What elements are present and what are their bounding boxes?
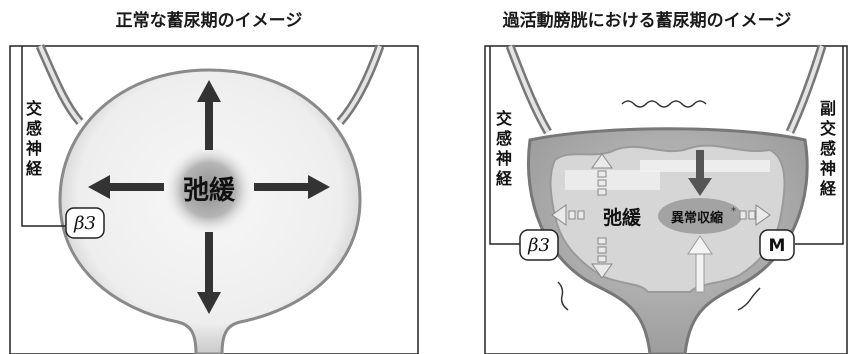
arrow-down-icon [688,178,712,196]
svg-text:神: 神 [820,159,836,178]
muscarinic-receptor-badge [759,229,795,261]
right-panel-title: 過活動膀胱における蓄尿期のイメージ [502,11,792,31]
contraction-label: 異常収縮 [671,210,723,226]
left-panel-title: 正常な蓄尿期のイメージ [115,11,303,31]
svg-text:経: 経 [496,169,513,188]
svg-text:交: 交 [26,99,42,118]
expansion-arrows [88,80,330,314]
svg-text:副: 副 [820,99,836,118]
svg-text:β3: β3 [73,213,96,234]
left-panel-frame [9,45,419,354]
right-relax-label: 弛緩 [603,206,642,229]
arrow-right-icon [308,175,330,199]
svg-text:交: 交 [820,119,836,138]
arrow-down-icon [197,292,221,314]
arrow-up-icon [197,80,221,102]
relaxation-arrows [551,153,771,279]
contraction-arrows [688,150,712,196]
left-relax-label: 弛緩 [183,176,236,206]
parasympathetic-nerve-label: 副 交 感 神 経 [820,99,837,198]
right-panel: 弛緩 異常収縮 * 交 感 神 経 β3 副 交 感 神 経 M [484,44,848,354]
right-panel-frame [484,45,848,354]
svg-text:経: 経 [820,179,837,198]
top-squiggle [621,100,707,108]
right-squiggle [737,287,761,311]
dashed-arrow-right-icon [755,204,771,226]
beta3-receptor-badge [65,207,105,239]
dashed-arrow-left-icon [551,204,567,226]
left-panel: 弛緩 交 感 神 経 β3 [9,44,419,354]
relaxation-glow [164,145,254,235]
svg-text:経: 経 [26,159,43,178]
right-panel-left-nerve-label: 交 感 神 経 [496,109,513,188]
left-nerve-label: 交 感 神 経 [26,99,43,178]
beta3-receptor-badge-oab [519,229,559,261]
left-nerve-line [21,46,68,227]
abnormal-contraction-blob [658,198,742,234]
svg-text:β3: β3 [527,235,550,256]
svg-text:神: 神 [496,149,512,168]
svg-text:交: 交 [496,109,512,128]
svg-text:感: 感 [820,139,836,158]
dashed-arrow-down-icon [591,263,613,279]
svg-text:感: 感 [26,119,42,138]
arrow-up-icon [687,235,713,255]
svg-text:感: 感 [496,129,512,148]
svg-text:M: M [769,236,786,256]
contraction-asterisk: * [731,206,736,217]
left-squiggle [557,281,569,311]
dashed-arrow-up-icon [591,153,613,169]
svg-text:神: 神 [26,139,42,158]
arrow-left-icon [88,175,110,199]
